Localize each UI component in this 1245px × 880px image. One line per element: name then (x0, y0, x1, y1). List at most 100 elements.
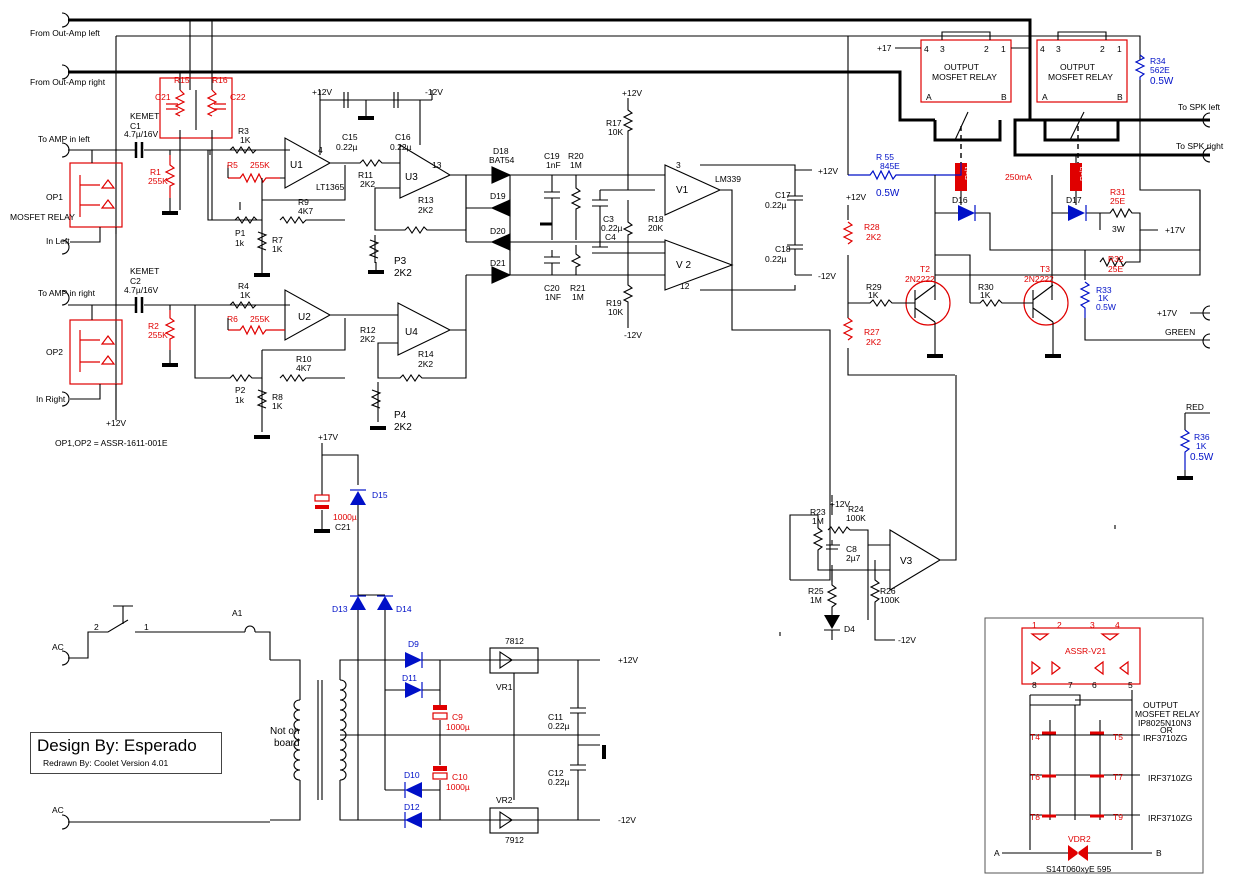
svg-text:T7: T7 (1113, 772, 1123, 782)
svg-text:R24: R24 (848, 504, 864, 514)
output-relay-right: OUTPUT MOSFET RELAY 4 3 2 1 A B (1036, 31, 1128, 103)
svg-text:1K: 1K (868, 290, 879, 300)
svg-text:C18: C18 (775, 244, 791, 254)
svg-text:2K2: 2K2 (866, 337, 881, 347)
label-r16: R16 (212, 75, 228, 85)
svg-text:R3: R3 (238, 126, 249, 136)
svg-text:1: 1 (1001, 44, 1006, 54)
svg-text:T6: T6 (1030, 772, 1040, 782)
designer-label: Design By: Esperado (37, 736, 197, 755)
svg-text:0.22µ: 0.22µ (548, 777, 570, 787)
svg-text:R 55: R 55 (876, 152, 894, 162)
svg-text:+17: +17 (877, 43, 892, 53)
svg-text:OP1,OP2 = ASSR-1611-001E: OP1,OP2 = ASSR-1611-001E (55, 438, 168, 448)
svg-text:U3: U3 (405, 172, 418, 183)
svg-text:R33: R33 (1096, 285, 1112, 295)
svg-text:board: board (274, 738, 300, 749)
svg-text:1M: 1M (570, 160, 582, 170)
svg-text:255K: 255K (250, 314, 270, 324)
svg-text:3: 3 (1056, 44, 1061, 54)
svg-text:10K: 10K (608, 307, 623, 317)
svg-text:20K: 20K (648, 223, 663, 233)
svg-text:D17: D17 (1066, 195, 1082, 205)
svg-text:R7: R7 (272, 235, 283, 245)
svg-text:3: 3 (940, 44, 945, 54)
svg-text:4: 4 (1040, 44, 1045, 54)
svg-text:0.22µ: 0.22µ (390, 142, 412, 152)
svg-text:1000µ: 1000µ (333, 512, 357, 522)
svg-text:R14: R14 (418, 349, 434, 359)
svg-text:-12V: -12V (818, 271, 836, 281)
svg-text:MOSFET RELAY: MOSFET RELAY (10, 212, 75, 222)
svg-text:D15: D15 (372, 490, 388, 500)
c1-label: KEMET C1 4.7µ/16V (124, 111, 159, 139)
svg-text:0.5W: 0.5W (1096, 302, 1116, 312)
svg-text:R20: R20 (568, 151, 584, 161)
svg-text:IP8025N10N3: IP8025N10N3 (1138, 718, 1192, 728)
svg-text:1: 1 (1032, 620, 1037, 630)
svg-text:2K2: 2K2 (866, 232, 881, 242)
svg-text:D4: D4 (844, 624, 855, 634)
svg-text:OUTPUT: OUTPUT (944, 62, 979, 72)
svg-text:0.22µ: 0.22µ (765, 200, 787, 210)
svg-text:MOSFET RELAY: MOSFET RELAY (1135, 709, 1200, 719)
svg-text:-12V: -12V (425, 87, 443, 97)
svg-text:+17V: +17V (318, 432, 338, 442)
svg-text:R31: R31 (1110, 187, 1126, 197)
svg-text:MOSFET RELAY: MOSFET RELAY (932, 72, 997, 82)
svg-text:R6: R6 (227, 314, 238, 324)
svg-text:R21: R21 (570, 283, 586, 293)
svg-text:U2: U2 (298, 312, 311, 323)
svg-text:1K: 1K (272, 244, 283, 254)
svg-text:2N2222: 2N2222 (1024, 274, 1054, 284)
svg-text:P3: P3 (394, 256, 407, 267)
svg-text:1k: 1k (235, 238, 245, 248)
svg-text:1nF: 1nF (546, 160, 561, 170)
svg-text:1: 1 (144, 622, 149, 632)
svg-text:D13: D13 (332, 604, 348, 614)
svg-text:1: 1 (1117, 44, 1122, 54)
svg-text:R30: R30 (978, 282, 994, 292)
svg-text:1M: 1M (812, 516, 824, 526)
svg-text:8: 8 (1032, 680, 1037, 690)
svg-text:C2: C2 (130, 276, 141, 286)
svg-text:KEMET: KEMET (130, 111, 159, 121)
svg-text:1K: 1K (980, 290, 991, 300)
svg-text:R19: R19 (606, 298, 622, 308)
svg-text:3W: 3W (1112, 224, 1125, 234)
svg-text:A: A (926, 92, 932, 102)
svg-text:R27: R27 (864, 327, 880, 337)
label-spk-right: To SPK right (1176, 141, 1224, 151)
svg-text:V3: V3 (900, 556, 913, 567)
svg-text:P1: P1 (235, 228, 246, 238)
svg-text:255K: 255K (148, 330, 168, 340)
svg-text:Rel1: Rel1 (965, 165, 972, 180)
svg-text:C21: C21 (335, 522, 351, 532)
svg-text:D18: D18 (493, 146, 509, 156)
svg-text:7912: 7912 (505, 835, 524, 845)
svg-text:LT1365: LT1365 (316, 182, 344, 192)
svg-text:1K: 1K (240, 135, 251, 145)
svg-text:VR1: VR1 (496, 682, 513, 692)
svg-text:T5: T5 (1113, 732, 1123, 742)
svg-text:T3: T3 (1040, 264, 1050, 274)
svg-text:4.7µ/16V: 4.7µ/16V (124, 129, 159, 139)
svg-text:OUTPUT: OUTPUT (1143, 700, 1178, 710)
svg-text:C9: C9 (452, 712, 463, 722)
svg-text:D9: D9 (408, 639, 419, 649)
svg-text:-12V: -12V (618, 815, 636, 825)
svg-text:MOSFET RELAY: MOSFET RELAY (1048, 72, 1113, 82)
label-from-left: From Out-Amp left (30, 28, 101, 38)
svg-text:R8: R8 (272, 392, 283, 402)
svg-text:2: 2 (94, 622, 99, 632)
svg-text:C16: C16 (395, 132, 411, 142)
svg-text:R23: R23 (810, 507, 826, 517)
svg-text:2K2: 2K2 (394, 268, 412, 279)
svg-text:2N2222: 2N2222 (905, 274, 935, 284)
svg-text:3: 3 (676, 160, 681, 170)
svg-text:B: B (1001, 92, 1007, 102)
u2-opamp: U2 (284, 289, 360, 341)
